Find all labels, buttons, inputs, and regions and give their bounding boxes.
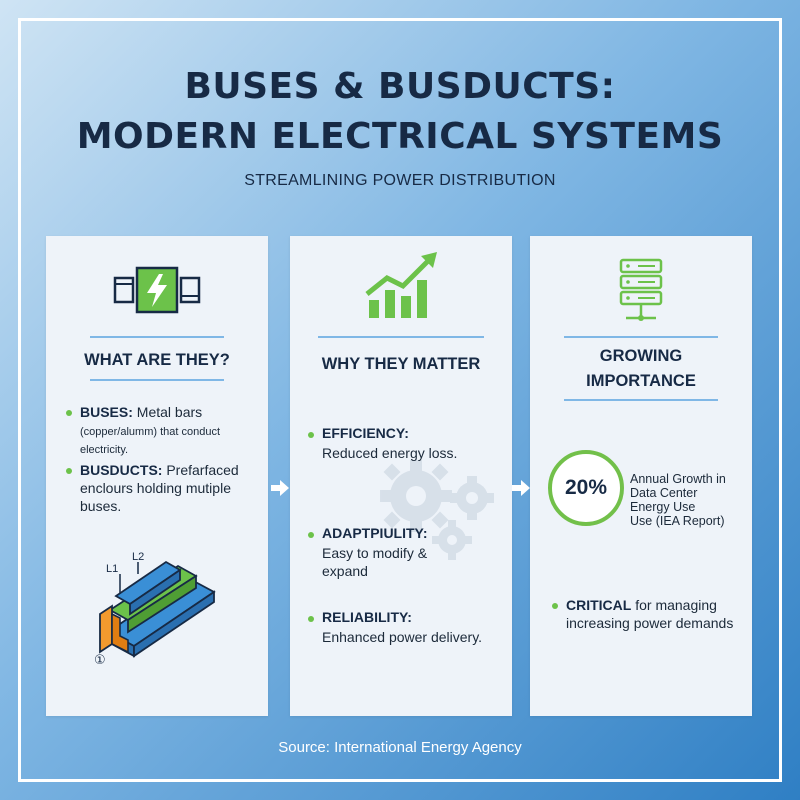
title-line-1: BUSES & BUSDUCTS: (184, 66, 616, 107)
growth-stat-caption: Annual Growth in Data Center Energy Use … (630, 472, 726, 528)
card1-rule-bottom (90, 379, 224, 381)
card1-rule-top (90, 336, 224, 338)
bullet-text: Prefarfaced enclours holding mutiple bus… (80, 462, 239, 514)
bullet-adaptability: ADAPTPIULITY: Easy to modify & expand (322, 524, 452, 580)
bullet-term: BUSES: (80, 404, 133, 420)
bullet-buses: BUSES: Metal bars (copper/alum­m) that c… (80, 403, 260, 459)
gears-icon (380, 460, 494, 560)
label-circled-1: ① (94, 653, 106, 664)
card3-rule-top (564, 336, 718, 338)
bullet-dot (308, 532, 314, 538)
bullet-text: Enhanced power delivery. (322, 629, 483, 645)
bullet-dot (552, 603, 558, 609)
bullet-text: Reduced energy loss. (322, 445, 458, 461)
outer-frame (18, 18, 782, 782)
source-credit: Source: International Energy Agency (278, 739, 522, 756)
page-title: BUSES & BUSDUCTS: MODERN ELECTRICAL SYST… (0, 62, 800, 162)
bullet-efficiency: EFFICIENCY: Reduced energy loss. (322, 424, 502, 462)
bullet-term: EFFICIENCY: (322, 425, 409, 441)
stat-caption-line: Use (IEA Report) (630, 514, 725, 528)
bullet-critical: CRITICAL for managing increasing power d… (566, 596, 738, 632)
title-line-2: MODERN ELECTRICAL SYSTEMS (76, 116, 724, 157)
bullet-text: Easy to modify & expand (322, 545, 428, 579)
growth-chart-icon (365, 252, 437, 318)
bullet-term: CRITICAL (566, 597, 632, 613)
server-rack-icon (619, 258, 663, 321)
busduct-diagram-icon: L1 L2 ① (94, 551, 216, 664)
card-growing-importance: GROWING IMPORTANCE 20% Annual Growth in … (530, 236, 752, 716)
bullet-dot (308, 616, 314, 622)
card3-title: GROWING IMPORTANCE (530, 344, 752, 394)
label-l2: L2 (132, 551, 144, 563)
bullet-reliability: RELIABILITY: Enhanced power delivery. (322, 608, 507, 646)
stat-caption-line: Annual Growth in (630, 472, 726, 486)
bullet-text: for managing increasing power demands (566, 597, 734, 631)
bullet-dot (66, 468, 72, 474)
label-l1: L1 (106, 563, 118, 575)
card3-rule-bottom (564, 399, 718, 401)
bullet-dot (66, 410, 72, 416)
card-why-they-matter: WHY THEY MATTER EFFICIENCY: Reduced ener… (290, 236, 512, 716)
bullet-busducts: BUSDUCTS: Prefarfaced enclours holding m… (80, 461, 260, 515)
page-subtitle: STREAMLINING POWER DISTRIBUTION (244, 172, 556, 189)
stat-caption-line: Data Center (630, 486, 698, 500)
bullet-term: RELIABILITY: (322, 609, 412, 625)
card-what-are-they: WHAT ARE THEY? BUSES: Metal bars (copper… (46, 236, 268, 716)
growth-stat-ring: 20% (548, 450, 624, 526)
bullet-term: BUSDUCTS: (80, 462, 163, 478)
arrow-right-icon (512, 480, 530, 496)
arrow-right-icon (271, 480, 289, 496)
card3-title-line2: IMPORTANCE (586, 372, 696, 390)
bullet-term: ADAPTPIULITY: (322, 525, 428, 541)
bullet-dot (308, 432, 314, 438)
busbar-lightning-icon (113, 266, 201, 314)
bullet-detail: (copper/alum­m) that conduct electricity… (80, 426, 221, 456)
card2-rule-top (318, 336, 484, 338)
card3-title-line1: GROWING (599, 347, 683, 365)
card2-title: WHY THEY MATTER (321, 355, 481, 373)
bullet-text: Metal bars (132, 404, 203, 420)
card1-title: WHAT ARE THEY? (84, 351, 230, 369)
stat-caption-line: Energy Use (630, 500, 696, 514)
